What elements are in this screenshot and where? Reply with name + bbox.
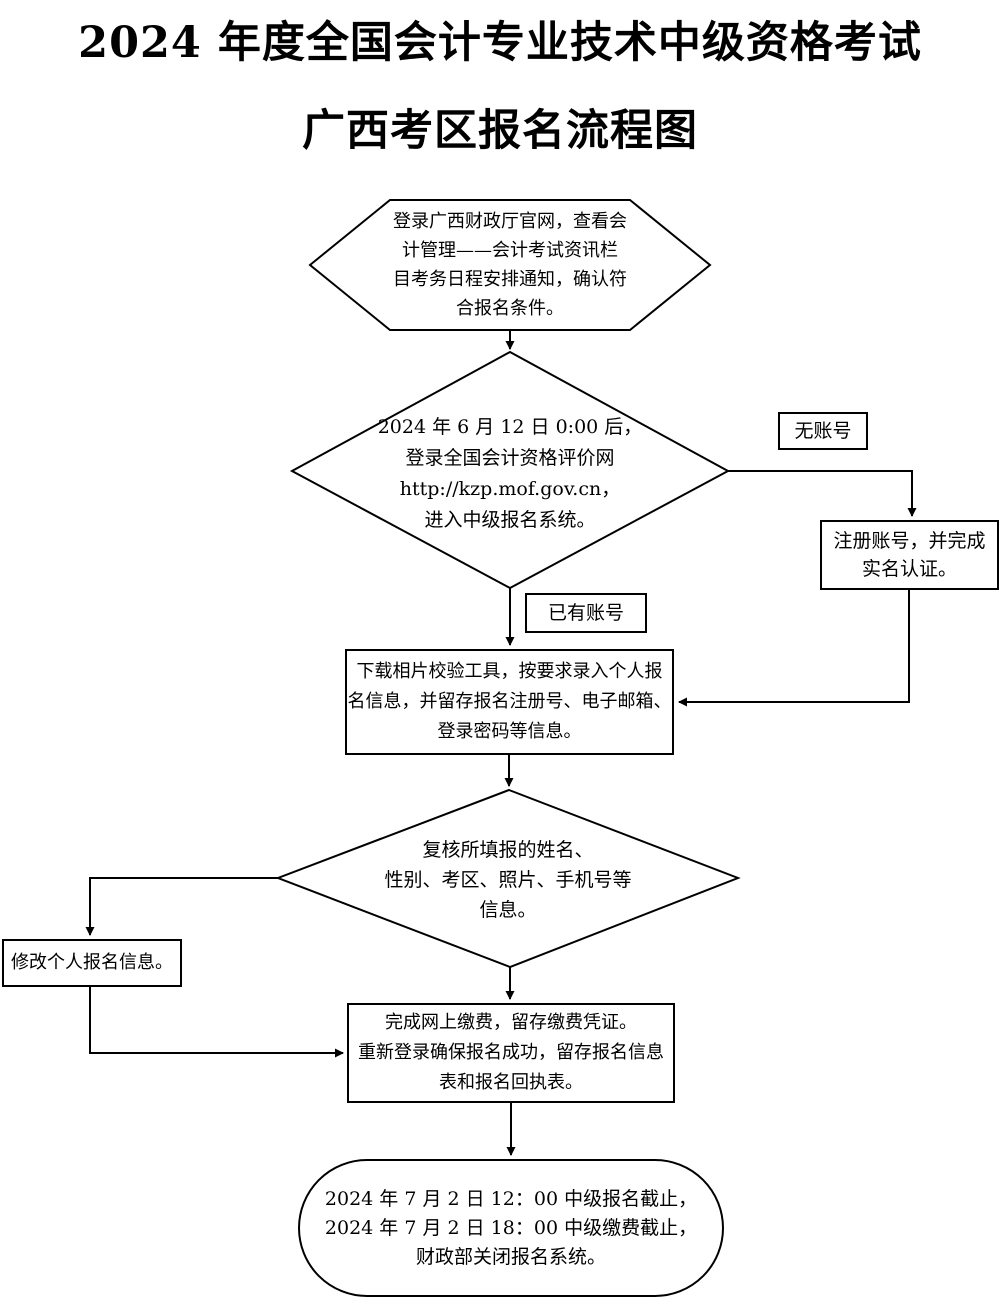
payment-process-box: 完成网上缴费，留存缴费凭证。 重新登录确保报名成功，留存报名信息 表和报名回执表… xyxy=(347,1003,675,1103)
text-line: 性别、考区、照片、手机号等 xyxy=(384,869,632,891)
fill-info-process-box: 下载相片校验工具，按要求录入个人报 名信息，并留存报名注册号、电子邮箱、 登录密… xyxy=(345,649,674,755)
page-title-line-2: 广西考区报名流程图 xyxy=(302,106,698,156)
start-hexagon-text: 登录广西财政厅官网，查看会 计管理——会计考试资讯栏 目考务日程安排通知，确认符… xyxy=(310,206,710,324)
text-line: 修改个人报名信息。 xyxy=(11,952,173,973)
text-line: 2024 年 7 月 2 日 18：00 中级缴费截止， xyxy=(324,1216,698,1239)
text-line: 复核所填报的姓名、 xyxy=(422,839,594,861)
text-line: 信息。 xyxy=(479,899,537,921)
text-line: 登录全国会计资格评价网 xyxy=(405,447,615,469)
text-line: 表和报名回执表。 xyxy=(439,1072,583,1093)
connector-modify-to-payment xyxy=(89,987,344,1058)
connector-decision2-to-modify xyxy=(85,877,278,936)
modify-info-box: 修改个人报名信息。 xyxy=(2,939,182,987)
text-line: http://kzp.mof.gov.cn， xyxy=(399,478,621,500)
decision2-text: 复核所填报的姓名、 性别、考区、照片、手机号等 信息。 xyxy=(278,835,738,925)
connector-decision1-to-register xyxy=(728,470,917,517)
text-line: 完成网上缴费，留存缴费凭证。 xyxy=(385,1012,637,1033)
text-line: 2024 年 6 月 12 日 0:00 后， xyxy=(377,416,643,438)
text-line: 注册账号，并完成 xyxy=(833,530,986,552)
connector-register-to-fillinfo xyxy=(678,590,910,707)
text-line: 下载相片校验工具，按要求录入个人报 xyxy=(356,661,663,682)
text-line: 名信息，并留存报名注册号、电子邮箱、 xyxy=(347,691,672,712)
text-line: 重新登录确保报名成功，留存报名信息 xyxy=(358,1042,664,1063)
text-line: 财政部关闭报名系统。 xyxy=(415,1245,606,1268)
text-line: 进入中级报名系统。 xyxy=(424,509,596,531)
page-title-line-1: 2024 年度全国会计专业技术中级资格考试 xyxy=(78,18,922,68)
text-line: 合报名条件。 xyxy=(456,298,564,319)
has-account-label: 已有账号 xyxy=(547,602,624,624)
text-line: 2024 年 7 月 2 日 12：00 中级报名截止， xyxy=(324,1187,698,1210)
text-line: 登录广西财政厅官网，查看会 xyxy=(393,211,627,232)
has-account-label-box: 已有账号 xyxy=(525,593,647,633)
register-account-box: 注册账号，并完成 实名认证。 xyxy=(820,520,999,590)
decision1-text: 2024 年 6 月 12 日 0:00 后， 登录全国会计资格评价网 http… xyxy=(292,412,728,536)
no-account-label-box: 无账号 xyxy=(778,412,868,450)
no-account-label: 无账号 xyxy=(794,420,852,442)
text-line: 实名认证。 xyxy=(861,558,957,580)
start-hexagon-shape xyxy=(308,199,712,331)
text-line: 计管理——会计考试资讯栏 xyxy=(402,240,618,261)
text-line: 登录密码等信息。 xyxy=(437,721,582,742)
text-line: 目考务日程安排通知，确认符 xyxy=(393,269,627,290)
end-terminator-box: 2024 年 7 月 2 日 12：00 中级报名截止， 2024 年 7 月 … xyxy=(298,1159,724,1297)
